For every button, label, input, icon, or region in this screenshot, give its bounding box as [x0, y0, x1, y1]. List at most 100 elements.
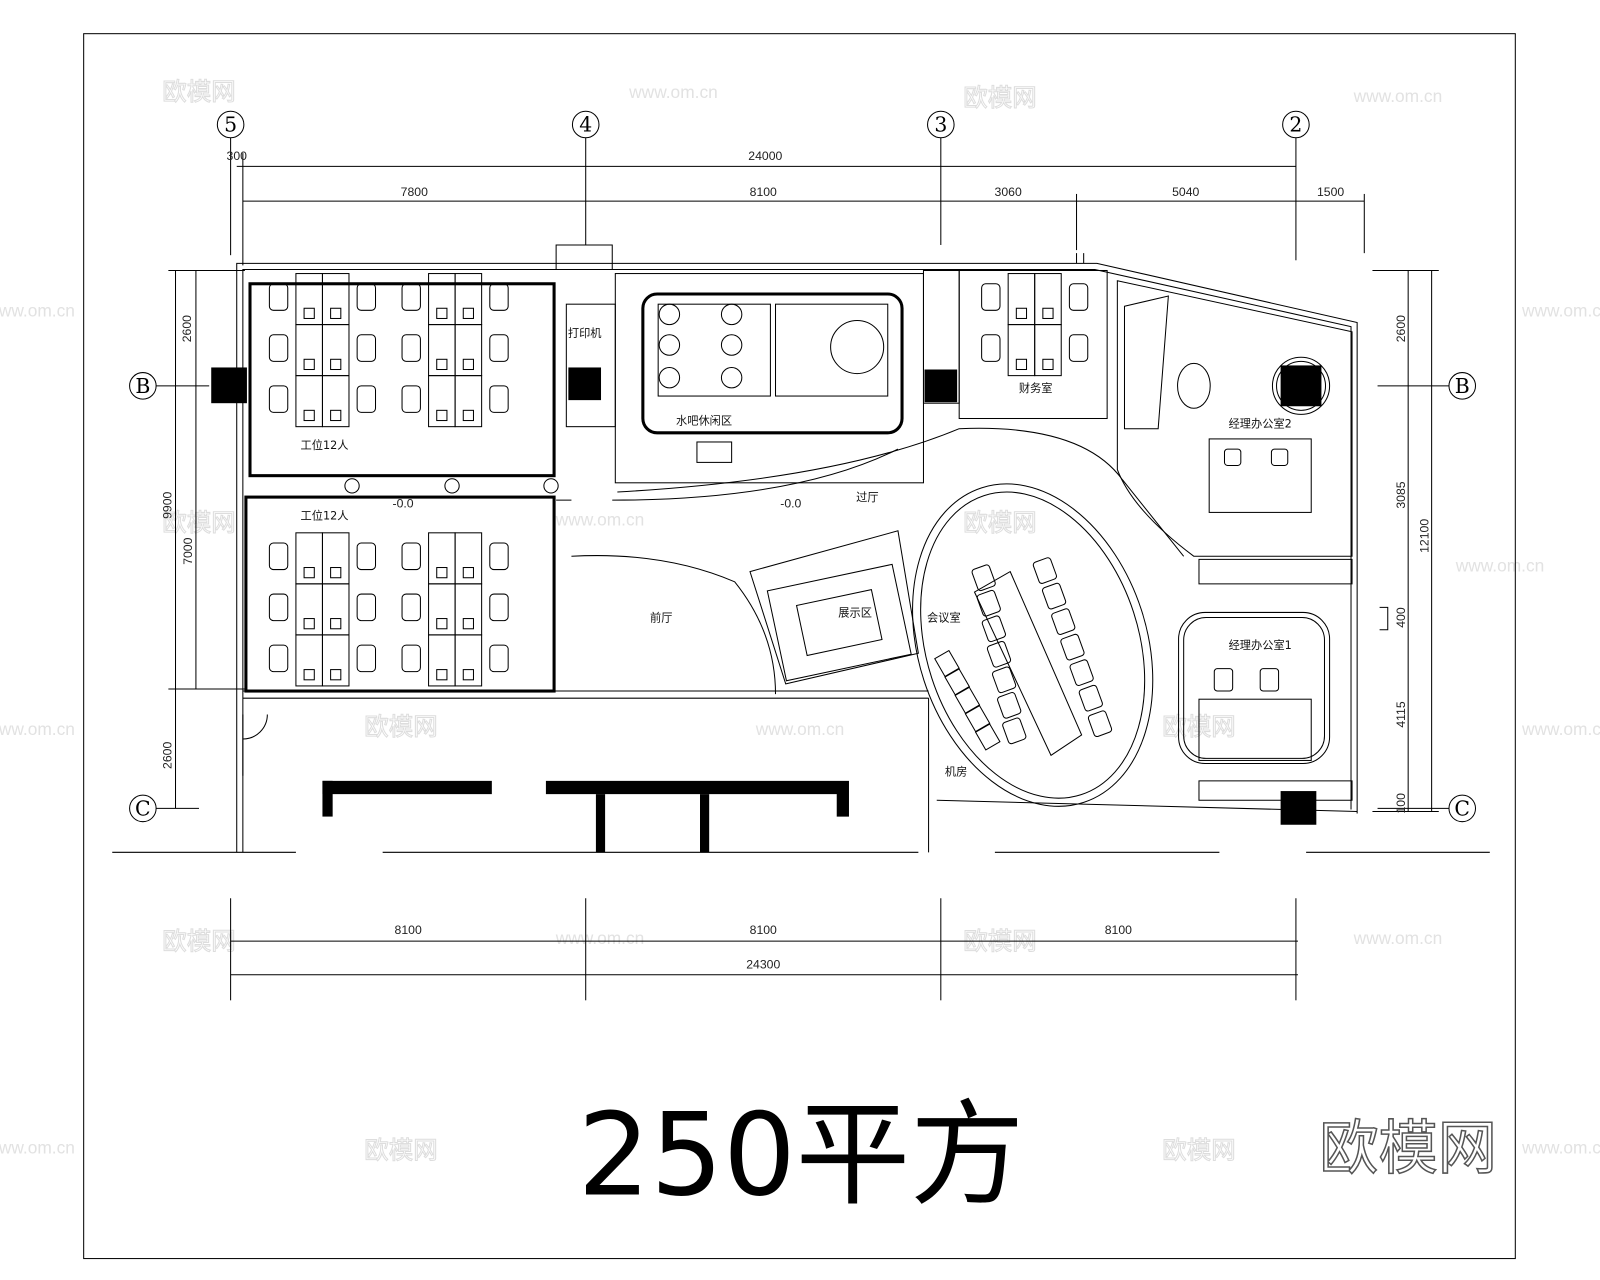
watermark: www.om.cn: [0, 1137, 75, 1157]
computer: [1042, 358, 1054, 371]
chair: [1060, 633, 1085, 661]
column-light: [344, 478, 360, 494]
computer: [436, 307, 448, 319]
chair: [489, 334, 509, 362]
chair: [401, 593, 421, 622]
svg-text:B: B: [1455, 374, 1470, 398]
computer: [436, 618, 448, 630]
desk: [295, 273, 323, 326]
chair: [489, 644, 509, 673]
desk: [1007, 324, 1036, 377]
table: [775, 303, 889, 397]
watermark: www.om.cn: [755, 719, 845, 739]
chair: [991, 666, 1017, 694]
svg-text:400: 400: [1394, 607, 1408, 628]
computer: [1015, 358, 1028, 371]
desk: [1034, 273, 1062, 326]
axis-3: 3: [927, 110, 955, 245]
svg-text:8100: 8100: [750, 185, 777, 199]
svg-text:2600: 2600: [160, 742, 174, 769]
stool: [720, 303, 743, 326]
svg-text:8100: 8100: [1105, 923, 1132, 937]
svg-text:C: C: [1454, 797, 1470, 821]
column: [924, 369, 958, 403]
display-area: [766, 563, 912, 682]
elevation-mark: -0.0: [393, 496, 414, 510]
chair: [489, 593, 509, 622]
desk: [321, 583, 350, 636]
svg-text:2600: 2600: [180, 315, 194, 342]
watermark: www.om.cn: [0, 719, 75, 739]
watermark: www.om.cn: [555, 510, 645, 530]
desk: [428, 324, 456, 377]
chair: [971, 564, 996, 592]
computer: [436, 669, 448, 681]
desk: [454, 273, 483, 326]
chair: [1213, 668, 1234, 692]
table: [657, 303, 771, 397]
label-display: 展示区: [838, 607, 872, 620]
computer: [436, 358, 448, 371]
computer: [330, 358, 342, 371]
watermark: www.om.cn: [0, 300, 75, 320]
chair: [401, 283, 421, 311]
watermark: 欧模网: [963, 508, 1036, 537]
watermark: 欧模网: [162, 926, 235, 955]
watermark: www.om.cn: [1521, 1137, 1600, 1157]
water-bar-area: [641, 292, 904, 435]
computer: [462, 358, 474, 371]
dimensions-top: 300 24000 7800 8100 3060 5040 1500: [227, 149, 1365, 266]
label-printer: 打印机: [568, 326, 602, 340]
svg-text:2: 2: [1289, 113, 1302, 137]
desk: [428, 273, 456, 326]
svg-text:12100: 12100: [1418, 519, 1432, 553]
room-finance: [958, 269, 1108, 420]
computer: [1042, 307, 1054, 319]
chair: [986, 640, 1012, 668]
desk: [454, 583, 483, 636]
computer: [436, 409, 448, 422]
computer: [436, 567, 448, 579]
dimensions-right: 2600 3085 12100 400 4115 100: [1372, 269, 1439, 814]
chair: [489, 542, 509, 571]
desk: [1007, 273, 1036, 326]
desk: [321, 532, 350, 585]
svg-text:4: 4: [579, 113, 592, 137]
computer: [462, 669, 474, 681]
computer: [330, 409, 342, 422]
label-corridor: 过厅: [856, 491, 878, 504]
stool: [658, 334, 681, 356]
desk: [295, 324, 323, 377]
elevation-mark: -0.0: [780, 496, 801, 510]
computer: [462, 409, 474, 422]
axis-c-right: C: [1377, 794, 1477, 823]
watermark: www.om.cn: [1353, 86, 1443, 106]
round-table: [830, 320, 885, 375]
axis-4: 4: [571, 110, 600, 245]
desk: [454, 634, 483, 687]
rooms: [244, 269, 1353, 807]
computer: [330, 669, 342, 681]
svg-text:3085: 3085: [1394, 481, 1408, 508]
chair: [268, 385, 289, 413]
watermark: 欧模网: [364, 712, 437, 741]
desk: [428, 375, 456, 428]
computer: [462, 307, 474, 319]
chair: [1078, 684, 1103, 712]
chair: [974, 723, 1001, 751]
drawing-title: 250平方: [578, 1088, 1025, 1221]
svg-text:7000: 7000: [181, 537, 195, 564]
chair: [268, 542, 289, 571]
axis-c-left: C: [129, 794, 199, 823]
computer: [303, 669, 315, 681]
chair: [964, 704, 991, 733]
label-finance: 财务室: [1019, 381, 1053, 395]
computer: [330, 618, 342, 630]
watermark: 欧模网: [162, 77, 235, 106]
watermark: 欧模网: [162, 508, 235, 537]
svg-text:B: B: [135, 374, 150, 398]
chair: [981, 334, 1001, 362]
desk: [454, 375, 483, 428]
chair: [356, 334, 377, 362]
